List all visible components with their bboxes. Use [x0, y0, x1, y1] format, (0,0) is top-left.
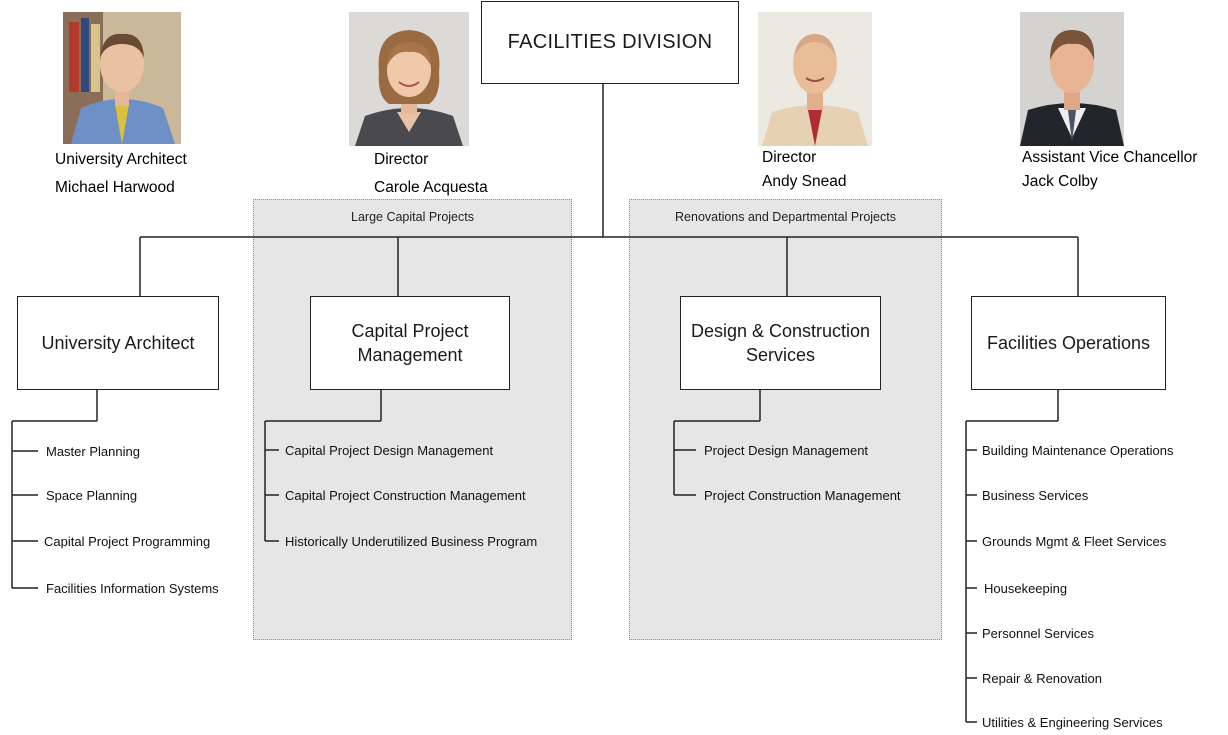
list-item: Building Maintenance Operations	[982, 443, 1174, 458]
unit-name: University Architect	[41, 332, 195, 353]
list-item: Repair & Renovation	[982, 671, 1102, 686]
person-name: Michael Harwood	[55, 179, 175, 196]
group-large-capital-projects: Large Capital Projects	[253, 199, 572, 640]
unit-box-design-construction-services: Design & Construction Services	[680, 296, 881, 390]
person-name: Carole Acquesta	[374, 179, 488, 196]
person-caption-director-carole: Director Carole Acquesta	[374, 146, 488, 202]
person-name: Jack Colby	[1022, 173, 1098, 190]
group-label: Large Capital Projects	[351, 210, 474, 224]
list-item: Project Design Management	[704, 443, 869, 458]
portrait-photo-director-carole	[349, 12, 469, 146]
person-caption-university-architect: University Architect Michael Harwood	[55, 146, 187, 202]
facilities-division-title: FACILITIES DIVISION	[507, 31, 713, 53]
unit-box-facilities-operations: Facilities Operations	[971, 296, 1166, 390]
list-item: Facilities Information Systems	[46, 581, 219, 596]
list-item: Historically Underutilized Business Prog…	[285, 534, 538, 549]
list-item: Capital Project Programming	[44, 534, 211, 549]
list-item: Capital Project Design Management	[285, 443, 494, 458]
list-item: Space Planning	[46, 488, 138, 503]
person-title: University Architect	[55, 151, 187, 168]
portrait-photo-director-andy	[758, 12, 872, 146]
facilities-division-box: FACILITIES DIVISION	[481, 1, 739, 84]
list-item: Grounds Mgmt & Fleet Services	[982, 534, 1167, 549]
unit-box-capital-project-management: Capital Project Management	[310, 296, 510, 390]
person-title: Director	[762, 149, 817, 166]
group-label: Renovations and Departmental Projects	[675, 210, 896, 224]
unit-name: Facilities Operations	[986, 332, 1151, 353]
unit-box-university-architect: University Architect	[17, 296, 219, 390]
list-item: Housekeeping	[984, 581, 1068, 596]
list-item: Capital Project Construction Management	[285, 488, 526, 503]
person-name: Andy Snead	[762, 173, 847, 190]
list-item: Master Planning	[46, 444, 140, 459]
person-title: Director	[374, 151, 429, 168]
portrait-photo-assistant-vice-chancellor	[1020, 12, 1124, 146]
person-caption-director-andy: Director Andy Snead	[762, 146, 846, 194]
list-item: Personnel Services	[982, 626, 1094, 641]
list-item: Business Services	[982, 488, 1089, 503]
unit-name: Design & Construction Services	[690, 320, 871, 365]
list-item: Utilities & Engineering Services	[982, 715, 1163, 730]
unit-name: Capital Project Management	[351, 320, 469, 365]
person-title: Assistant Vice Chancellor	[1022, 149, 1198, 166]
group-renovations-departmental: Renovations and Departmental Projects	[629, 199, 942, 640]
person-caption-assistant-vice-chancellor: Assistant Vice Chancellor Jack Colby	[1022, 146, 1197, 194]
portrait-photo-university-architect	[63, 12, 181, 144]
list-item: Project Construction Management	[704, 488, 901, 503]
